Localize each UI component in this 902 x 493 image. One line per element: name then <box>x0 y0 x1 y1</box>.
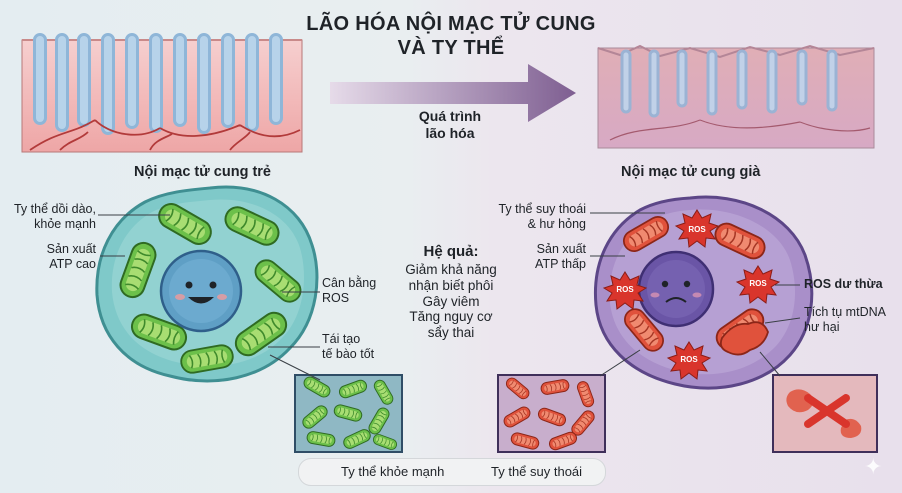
label-line: ROS <box>322 291 350 305</box>
label-line: khỏe mạnh <box>34 217 96 231</box>
young-cell <box>95 185 319 383</box>
ros-star: ROS <box>602 271 648 310</box>
label-line: tế bào tốt <box>322 347 375 361</box>
consequences-list: Giảm khả năng nhận biết phôi Gây viêm Tă… <box>380 262 522 341</box>
damaged-mitochondrion <box>719 321 769 356</box>
legend-healthy-label: Ty thể khỏe mạnh <box>341 464 445 479</box>
degraded-mitochondria-inset <box>497 374 606 453</box>
ros-badge-label: ROS <box>749 279 767 288</box>
process-line-2: lão hóa <box>425 124 475 141</box>
young-heading: Nội mạc tử cung trẻ <box>134 164 271 180</box>
label-line: & hư hỏng <box>527 217 586 231</box>
ros-star: ROS <box>674 209 720 248</box>
leader-lines <box>98 212 801 381</box>
aged-endometrium-tissue <box>597 44 875 149</box>
label-line: ATP thấp <box>535 257 586 271</box>
aging-process-label: Quá trình lão hóa <box>388 108 512 142</box>
ros-star: ROS <box>666 341 712 380</box>
label-line: Ty thể dồi dào, <box>13 202 96 216</box>
consequence-line: Gây viêm <box>422 293 480 309</box>
label-low-atp: Sản xuất ATP thấp <box>478 242 586 272</box>
process-line-1: Quá trình <box>418 108 482 124</box>
label-high-atp: Sản xuất ATP cao <box>0 242 96 272</box>
consequence-line: Giảm khả năng <box>405 262 497 277</box>
label-line: Tích tụ mtDNA <box>804 305 886 319</box>
ros-star: ROS <box>735 265 781 304</box>
aging-arrow <box>330 64 576 122</box>
sparkle-icon: ✦ <box>864 454 883 479</box>
legend-degraded-label: Ty thể suy thoái <box>491 464 583 479</box>
ros-badge-label: ROS <box>680 355 698 364</box>
ros-badge-label: ROS <box>688 225 706 234</box>
ros-badge-label: ROS <box>616 285 634 294</box>
label-line: Ty thể suy thoái <box>498 202 586 216</box>
label-line: ATP cao <box>49 257 96 271</box>
consequence-line: sẩy thai <box>427 325 475 341</box>
title-line-2: VÀ TY THỂ <box>397 37 505 59</box>
label-degraded-mitochondria: Ty thể suy thoái & hư hỏng <box>478 202 586 232</box>
damaged-mtdna-inset <box>772 374 878 453</box>
label-line: Sản xuất <box>536 242 586 256</box>
label-line: Tái tạo <box>322 332 361 346</box>
label-line: hư hại <box>804 320 840 334</box>
young-endometrium-tissue <box>21 33 303 153</box>
label-ros-balance: Cân bằng ROS <box>322 276 376 306</box>
healthy-mitochondria-inset <box>294 374 403 453</box>
label-line: Sản xuất <box>46 242 96 256</box>
consequences-heading: Hệ quả: <box>423 243 479 260</box>
label-excess-ros: ROS dư thừa <box>804 277 883 291</box>
legend: Ty thể khỏe mạnh Ty thể suy thoái <box>298 458 606 486</box>
label-mtdna-damage: Tích tụ mtDNA hư hại <box>804 305 886 335</box>
old-heading: Nội mạc tử cung già <box>621 164 761 180</box>
label-good-regeneration: Tái tạo tế bào tốt <box>322 332 374 362</box>
page-title: LÃO HÓA NỘI MẠC TỬ CUNG VÀ TY THỂ <box>250 12 652 60</box>
label-abundant-mitochondria: Ty thể dồi dào, khỏe mạnh <box>0 202 96 232</box>
consequence-line: nhận biết phôi <box>408 277 494 293</box>
label-line: Cân bằng <box>322 276 377 290</box>
title-line-1: LÃO HÓA NỘI MẠC TỬ CUNG <box>306 13 596 35</box>
consequence-line: Tăng nguy cơ <box>409 309 493 325</box>
